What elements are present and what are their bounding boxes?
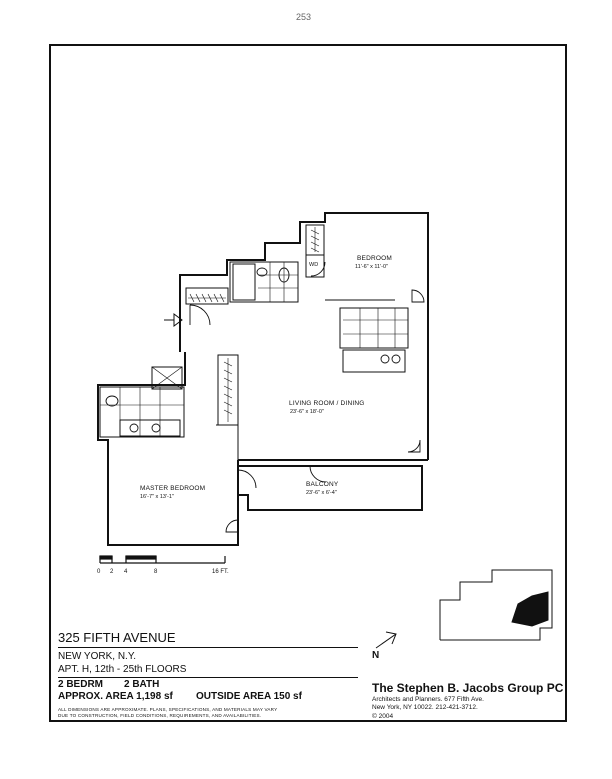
- toilet-1: [278, 267, 290, 283]
- living-dining-label: LIVING ROOM / DINING: [289, 400, 365, 407]
- door-swing: [310, 261, 326, 277]
- bath-1: [229, 261, 299, 303]
- master-bedroom-dimensions: 16'-7" x 13'-1": [140, 494, 174, 500]
- copyright: © 2004: [372, 713, 394, 720]
- scale-label: 16 FT.: [212, 569, 229, 575]
- balcony-label: BALCONY: [306, 481, 339, 488]
- divider: [58, 647, 358, 648]
- door-swing: [309, 465, 327, 483]
- north-label: N: [372, 650, 380, 661]
- entry-arrow: [164, 313, 183, 327]
- sink-1: [256, 267, 268, 277]
- bath-2: [99, 386, 185, 438]
- kitchen: [339, 307, 409, 349]
- approx-area: APPROX. AREA 1,198 sf: [58, 691, 173, 702]
- building-address: 325 FIFTH AVENUE: [58, 630, 176, 645]
- scale-label: 0: [97, 569, 101, 575]
- exterior-wall: [179, 212, 429, 460]
- stove-burner: [391, 354, 401, 364]
- column: [225, 519, 239, 533]
- sink-2: [129, 423, 139, 433]
- toilet-2: [105, 395, 119, 407]
- outside-area: OUTSIDE AREA 150 sf: [196, 691, 302, 702]
- stove-burner: [380, 354, 390, 364]
- exterior-wall: [97, 352, 239, 546]
- disclaimer: ALL DIMENSIONS ARE APPROXIMATE. PLANS, S…: [58, 707, 278, 718]
- kitchen-counter: [342, 349, 406, 373]
- scale-label: 2: [110, 569, 114, 575]
- living-dining-dimensions: 23'-6" x 18'-0": [290, 409, 324, 415]
- balcony-outline: [238, 465, 423, 511]
- bath-count: 2 BATH: [124, 679, 160, 690]
- bedroom-dimensions: 11'-6" x 11'-0": [355, 264, 389, 270]
- sink-3: [151, 423, 161, 433]
- vanity: [119, 419, 181, 437]
- closet-1: [185, 287, 229, 305]
- north-arrow: [375, 631, 397, 649]
- apartment-floors: APT. H, 12th - 25th FLOORS: [58, 664, 187, 675]
- shower: [151, 366, 183, 390]
- firm-name: The Stephen B. Jacobs Group PC: [372, 681, 564, 695]
- scale-bar: [99, 555, 226, 564]
- divider: [58, 677, 358, 678]
- page-number: 253: [296, 12, 312, 22]
- firm-address: Architects and Planners. 677 Fifth Ave.: [372, 696, 484, 703]
- key-plan: [439, 569, 553, 641]
- column: [411, 289, 425, 303]
- wd-label: WD: [309, 262, 319, 268]
- building-city: NEW YORK, N.Y.: [58, 651, 136, 662]
- scale-label: 8: [154, 569, 158, 575]
- firm-contact: New York, NY 10022. 212-421-3712.: [372, 704, 478, 711]
- column: [407, 439, 421, 453]
- bedroom-count: 2 BEDRM: [58, 679, 104, 690]
- bathtub: [232, 263, 256, 301]
- scale-label: 4: [124, 569, 128, 575]
- door-swing: [237, 469, 257, 489]
- page-frame: [49, 44, 567, 722]
- master-bedroom-label: MASTER BEDROOM: [140, 485, 206, 492]
- bedroom-label: BEDROOM: [357, 255, 392, 262]
- door-swing: [189, 304, 211, 326]
- balcony-dimensions: 23'-6" x 6'-4": [306, 490, 337, 496]
